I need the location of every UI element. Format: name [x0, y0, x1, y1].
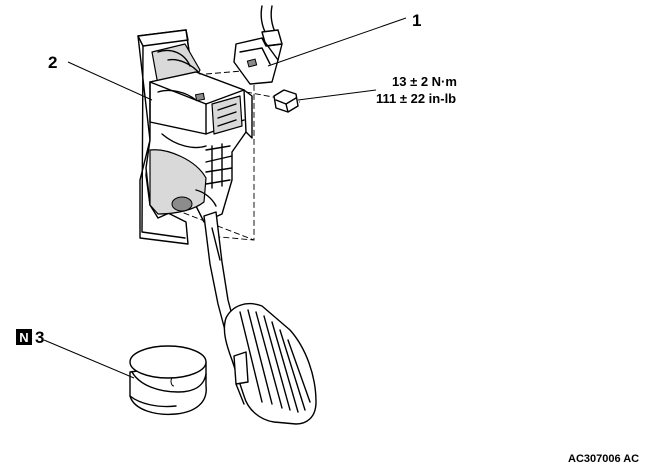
callout-3: N 3 [16, 328, 44, 347]
callout-2-label: 2 [48, 53, 57, 72]
n-badge-letter: N [19, 330, 28, 345]
callout-1-label: 1 [412, 11, 421, 30]
connector-item-1 [233, 5, 283, 85]
torque-imperial: 111 ± 22 in-lb [376, 91, 456, 106]
n-badge-icon [16, 329, 32, 345]
mounting-nut [273, 89, 299, 113]
pedal-stopper-item-3 [129, 345, 207, 416]
leader-lines [43, 17, 407, 379]
figure-code: AC307006 AC [568, 453, 639, 465]
torque-spec: 13 ± 2 N·m 111 ± 22 in-lb [376, 74, 457, 106]
callout-3-label: 3 [35, 328, 44, 347]
pedal-pad [223, 302, 317, 425]
torque-metric: 13 ± 2 N·m [392, 74, 457, 89]
pedal-assembly-body [145, 58, 253, 223]
